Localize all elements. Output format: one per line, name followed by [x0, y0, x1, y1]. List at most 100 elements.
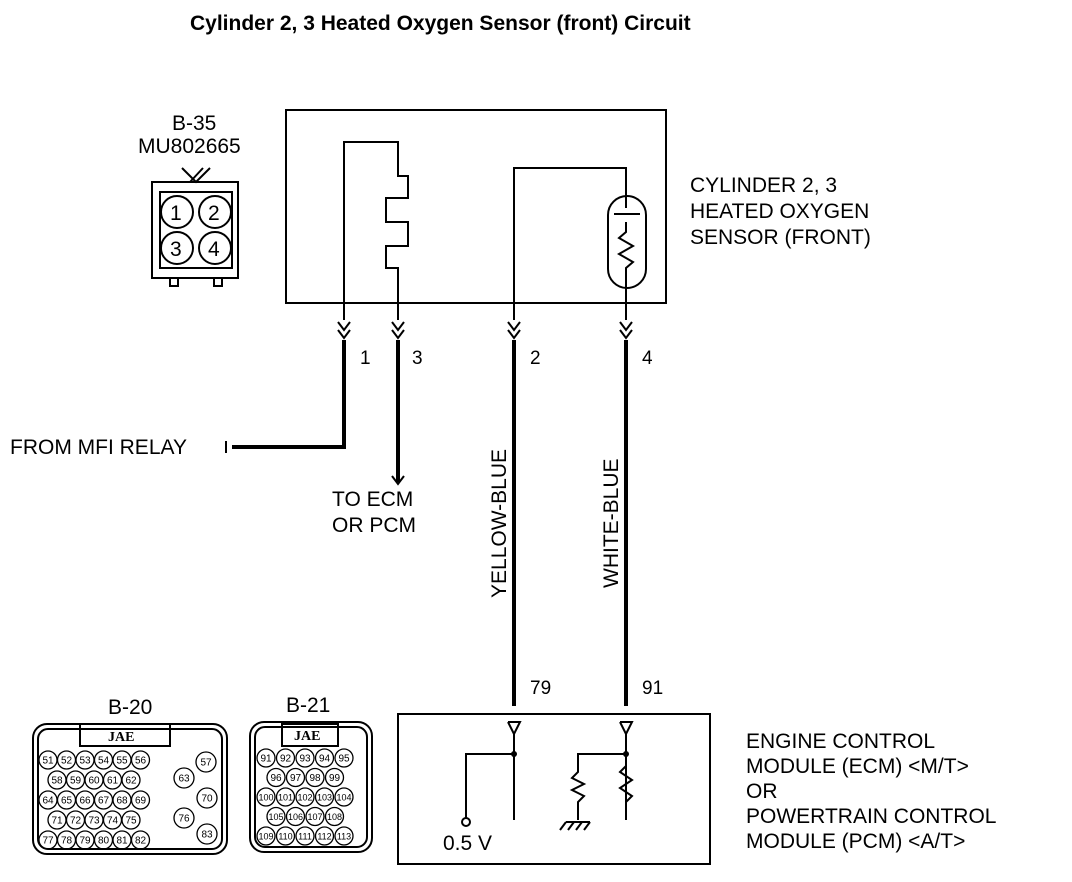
- ecm-pin-79: 79: [530, 678, 551, 699]
- connector-pin-label: 112: [317, 832, 331, 842]
- oxygen-sensor: [285, 109, 667, 340]
- sensor-pin-4: 4: [642, 348, 653, 369]
- connector-pin: [121, 810, 141, 830]
- connector-pin-label: 75: [125, 816, 137, 827]
- connector-pin-label: 54: [98, 756, 110, 767]
- connector-pin-label: 100: [258, 793, 273, 803]
- connector-pin: [275, 748, 296, 768]
- sensor-label-line3: SENSOR (FRONT): [690, 226, 871, 249]
- connector-pin-label: 70: [201, 794, 213, 805]
- connector-b20-id: B-20: [108, 696, 152, 719]
- connector-pin-label: 61: [107, 776, 119, 787]
- connector-pin: [121, 770, 141, 790]
- sensor-label-line2: HEATED OXYGEN: [690, 200, 869, 223]
- connector-pin-label: 78: [61, 836, 73, 847]
- connector-pin-label: 111: [298, 832, 312, 842]
- from-relay-label: FROM MFI RELAY: [10, 436, 187, 459]
- connector-pin-label: 101: [278, 793, 293, 803]
- connector-pin-label: 104: [336, 793, 351, 803]
- connector-pin-label: 62: [125, 776, 137, 787]
- connector-pin: [130, 830, 151, 850]
- connector-b21-id: B-21: [286, 694, 330, 717]
- connector-pin: [130, 790, 151, 810]
- b35-pin: 2: [208, 202, 220, 225]
- ecm-label-line5: MODULE (PCM) <A/T>: [746, 830, 965, 853]
- connector-pin: [173, 767, 195, 789]
- ecm-label-line2: MODULE (ECM) <M/T>: [746, 755, 969, 778]
- connector-pin-label: 110: [278, 832, 292, 842]
- connector-pin: [324, 806, 345, 827]
- sensor-pin-1: 1: [360, 348, 371, 369]
- connector-pin-label: 95: [338, 754, 350, 765]
- diagram-title: Cylinder 2, 3 Heated Oxygen Sensor (fron…: [190, 12, 691, 35]
- connector-pin: [334, 826, 354, 846]
- connector-pin-label: 55: [116, 756, 128, 767]
- connector-pin: [275, 826, 296, 846]
- connector-pin-label: 80: [98, 836, 110, 847]
- connector-b20-brand: JAE: [108, 730, 134, 745]
- connector-pin: [285, 767, 306, 788]
- connector-pin-label: 68: [116, 796, 128, 807]
- to-ecm-line2: OR PCM: [332, 514, 416, 537]
- connector-pin-label: 113: [337, 832, 351, 842]
- connector-pin: [195, 751, 217, 773]
- connector-b35: B-35 MU802665 1 2 3 4: [138, 112, 241, 287]
- connector-pin: [266, 767, 286, 788]
- connector-pin-label: 76: [178, 814, 190, 825]
- connector-pin: [314, 748, 335, 768]
- connector-pin-label: 69: [135, 796, 147, 807]
- connector-b35-part: MU802665: [138, 135, 241, 158]
- ecm-pin-91: 91: [642, 678, 663, 699]
- connector-pin: [256, 748, 276, 768]
- connector-pin: [305, 806, 325, 827]
- connector-pin-label: 59: [70, 776, 82, 787]
- connector-pin: [266, 806, 286, 827]
- connector-pin: [314, 787, 335, 807]
- connector-pin-label: 107: [307, 812, 322, 822]
- connector-b35-id: B-35: [172, 112, 216, 135]
- wire-color-yellow-blue: YELLOW-BLUE: [488, 449, 511, 598]
- connector-pin: [295, 826, 315, 846]
- connector-pin: [275, 787, 296, 807]
- connector-b21-brand: JAE: [294, 729, 320, 744]
- b35-pin: 3: [170, 238, 182, 261]
- connector-pin-label: 92: [280, 754, 292, 765]
- connector-pin-label: 79: [79, 836, 91, 847]
- connector-pin-label: 93: [299, 754, 311, 765]
- connector-pin: [285, 806, 306, 827]
- connector-pin: [256, 826, 276, 846]
- connector-pin-label: 77: [42, 836, 54, 847]
- connector-pin: [314, 826, 335, 846]
- connector-pin-label: 97: [290, 773, 302, 784]
- connector-pin-label: 81: [116, 836, 128, 847]
- connector-pin-label: 64: [42, 796, 54, 807]
- connector-pin-label: 60: [88, 776, 100, 787]
- connector-pin-label: 105: [268, 812, 283, 822]
- connector-pin-label: 94: [319, 754, 331, 765]
- ecm-module: [397, 713, 711, 865]
- connector-pin-label: 91: [260, 754, 272, 765]
- connector-pin-label: 67: [98, 796, 110, 807]
- connector-pin: [334, 748, 354, 768]
- connector-pin-label: 102: [297, 793, 312, 803]
- connector-pin: [130, 750, 151, 770]
- to-ecm-line1: TO ECM: [332, 488, 413, 511]
- wire-pin1: [232, 340, 346, 449]
- connector-pin-label: 56: [135, 756, 147, 767]
- connector-pin-label: 108: [327, 812, 342, 822]
- connector-pin-label: 52: [61, 756, 73, 767]
- ecm-label-line4: POWERTRAIN CONTROL: [746, 805, 996, 828]
- connector-pin-label: 106: [288, 812, 303, 822]
- sensor-pin-3: 3: [412, 348, 423, 369]
- b35-pin: 1: [170, 202, 182, 225]
- connector-pin: [196, 787, 218, 809]
- connector-pin-label: 53: [79, 756, 91, 767]
- voltage-label: 0.5 V: [443, 832, 492, 855]
- connector-pin: [173, 807, 195, 829]
- connector-pin: [324, 767, 345, 788]
- connector-pin: [334, 787, 354, 807]
- ecm-label-line3: OR: [746, 780, 778, 803]
